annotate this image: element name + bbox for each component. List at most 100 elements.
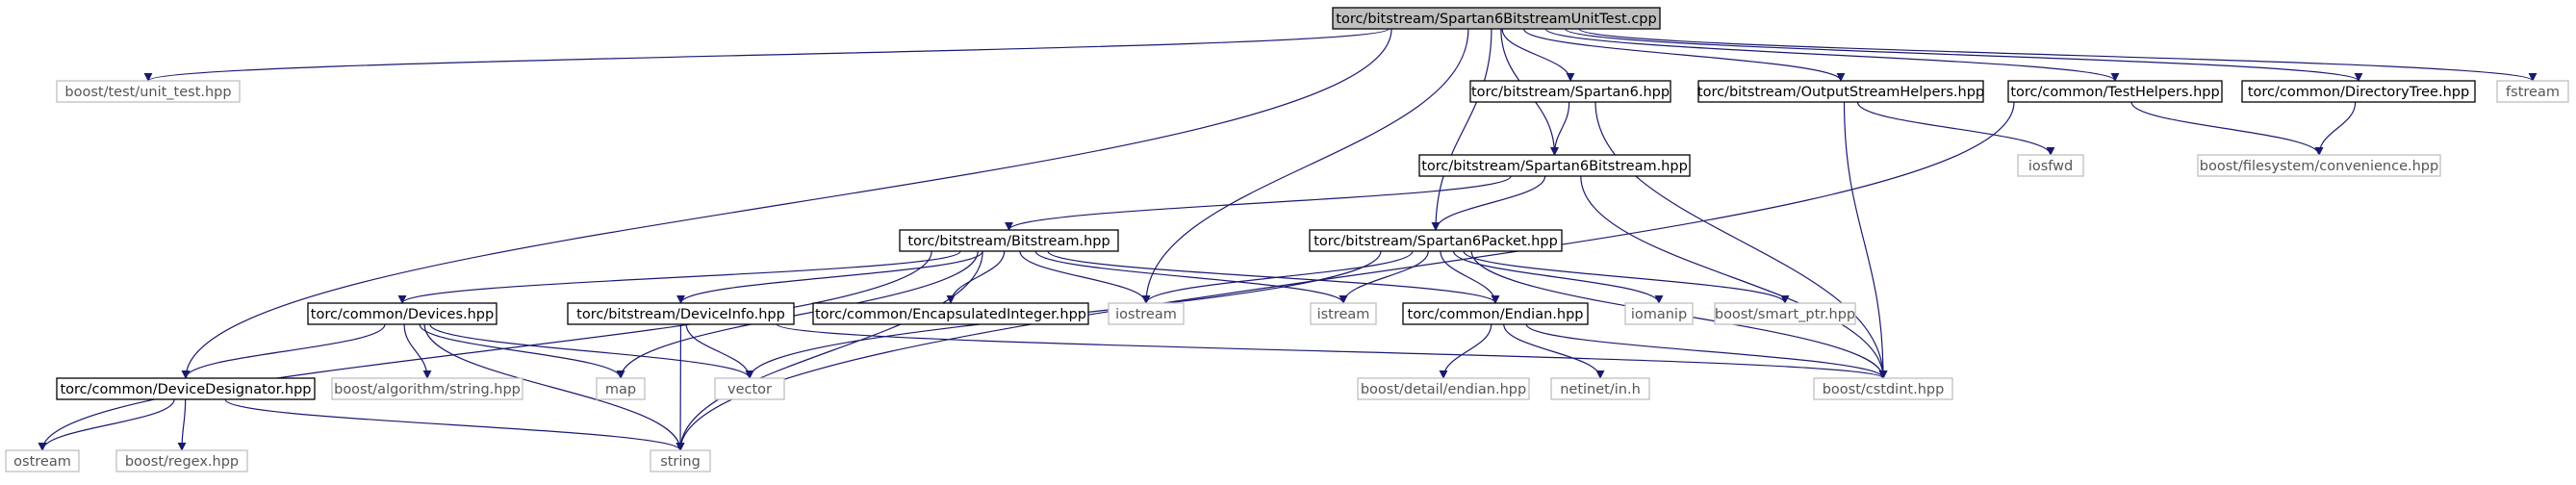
node-box [331,377,523,400]
edge-testhelpers-to-convenience [2130,101,2324,156]
edge-dirtree-to-convenience [2314,101,2357,156]
edge-devices-to-map [419,323,625,379]
node-label: string [660,454,701,470]
edge-bitstream-to-endian [1047,250,1500,304]
node-label: iostream [1115,307,1177,322]
edge-s6packet-to-istream [1339,250,1429,304]
edge-osh-to-cstdint [1843,101,1888,379]
node-box [1469,80,1671,103]
edge-layer [38,28,2538,451]
edge-devices-to-vector [429,323,754,379]
node-label: boost/cstdint.hpp [1823,382,1945,397]
node-string: string [650,449,711,472]
node-devices[interactable]: torc/common/Devices.hpp [307,302,497,325]
edge-spartan6_hpp-to-cstdint [1594,101,1888,379]
edge-endian-to-netinet [1503,323,1605,379]
node-box [5,449,80,472]
edge-bitstream-to-string [676,250,983,451]
node-dirtree[interactable]: torc/common/DirectoryTree.hpp [2241,80,2476,103]
node-convenience: boost/filesystem/convenience.hpp [2197,154,2441,177]
node-label: torc/bitstream/Spartan6BitstreamUnitTest… [1336,12,1656,27]
node-label: vector [727,382,772,397]
node-box [1813,377,1953,400]
edge-deviceinfo-to-vector [685,323,754,379]
node-label: torc/bitstream/DeviceInfo.hpp [576,307,785,322]
node-box [56,377,316,400]
node-detailendian: boost/detail/endian.hpp [1357,377,1530,400]
edge-bitstream-to-istream [1034,250,1348,304]
edge-s6packet-to-endian [1440,250,1500,304]
node-ostream: ostream [5,449,80,472]
edge-bitstream-to-iostream [1019,250,1151,304]
node-netinet: netinet/in.h [1550,377,1650,400]
edge-deviceinfo-to-cstdint [776,323,1888,379]
node-box [899,229,1119,252]
edge-s6bitstream-to-s6packet [1431,175,1546,231]
node-unit_test: boost/test/unit_test.hpp [56,80,241,103]
edge-s6packet-to-iostream [1141,250,1414,304]
node-box [1108,302,1185,325]
edge-endian-to-detailendian [1439,323,1492,379]
node-osh[interactable]: torc/bitstream/OutputStreamHelpers.hpp [1697,80,1984,103]
node-box [56,80,241,103]
node-devdesig[interactable]: torc/common/DeviceDesignator.hpp [56,377,316,400]
node-label: torc/bitstream/Spartan6Packet.hpp [1314,234,1558,249]
node-box [1402,302,1589,325]
node-box [1310,302,1377,325]
node-box [1309,229,1563,252]
node-s6bitstream[interactable]: torc/bitstream/Spartan6Bitstream.hpp [1418,154,1691,177]
edge-spartan6_hpp-to-s6bitstream [1550,101,1570,156]
edge-root-to-testhelpers [1544,28,2120,82]
node-box [2017,154,2084,177]
node-smartptr: boost/smart_ptr.hpp [1714,302,1856,325]
node-testhelpers[interactable]: torc/common/TestHelpers.hpp [2007,80,2223,103]
node-box [714,377,785,400]
node-label: boost/detail/endian.hpp [1361,382,1526,397]
edge-root-to-iostream [1141,28,1469,304]
node-iosfwd: iosfwd [2017,154,2084,177]
node-box [1624,302,1694,325]
node-s6packet[interactable]: torc/bitstream/Spartan6Packet.hpp [1309,229,1563,252]
node-label: torc/common/TestHelpers.hpp [2010,85,2219,100]
node-spartan6_hpp[interactable]: torc/bitstream/Spartan6.hpp [1469,80,1671,103]
node-istream: istream [1310,302,1377,325]
edge-devdesig-to-ostream [38,398,175,451]
node-box [2197,154,2441,177]
node-iostream: iostream [1108,302,1185,325]
node-label: boost/test/unit_test.hpp [64,85,231,100]
edge-bitstream-to-map [616,250,979,379]
node-bitstream[interactable]: torc/bitstream/Bitstream.hpp [899,229,1119,252]
node-box [1357,377,1530,400]
node-fstream: fstream [2496,80,2569,103]
edge-root-to-devdesig [181,28,1392,379]
node-box [1332,7,1661,30]
node-deviceinfo[interactable]: torc/bitstream/DeviceInfo.hpp [567,302,795,325]
node-label: torc/common/Endian.hpp [1408,307,1584,322]
node-encint[interactable]: torc/common/EncapsulatedInteger.hpp [812,302,1089,325]
edge-bitstream-to-ostream [38,250,932,451]
edge-devices-to-devdesig [181,323,386,379]
edge-bitstream-to-devices [397,250,961,304]
edge-root-to-dirtree [1565,28,2363,82]
edge-devdesig-to-string [224,398,685,451]
edge-devdesig-to-regex [177,398,187,451]
node-label: boost/smart_ptr.hpp [1715,307,1855,322]
edge-s6packet-to-smartptr [1463,250,1790,304]
node-label: torc/common/DeviceDesignator.hpp [60,382,311,397]
node-label: boost/algorithm/string.hpp [334,382,521,397]
node-endian[interactable]: torc/common/Endian.hpp [1402,302,1589,325]
node-label: torc/common/Devices.hpp [311,307,494,322]
edge-root-to-spartan6_hpp [1501,28,1575,82]
edge-bitstream-to-deviceinfo [676,250,983,304]
node-label: boost/regex.hpp [125,454,239,470]
node-box [596,377,646,400]
edge-osh-to-iosfwd [1856,101,2055,156]
node-regex: boost/regex.hpp [115,449,248,472]
node-label: iomanip [1631,307,1687,322]
node-label: torc/common/DirectoryTree.hpp [2248,85,2469,100]
node-box [115,449,248,472]
edge-s6bitstream-to-bitstream [1005,175,1512,231]
node-box [650,449,711,472]
node-label: map [605,382,636,397]
node-label: istream [1317,307,1370,322]
